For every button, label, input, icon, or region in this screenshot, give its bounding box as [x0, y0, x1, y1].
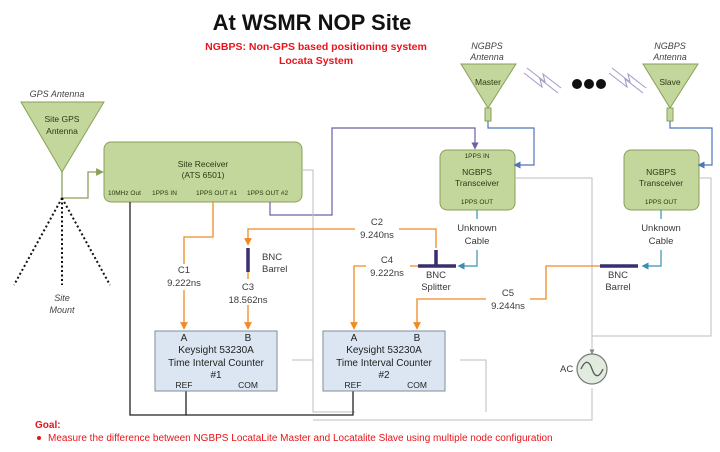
- counter1-port-a: A: [181, 333, 188, 344]
- counter2-port-a: A: [351, 333, 358, 344]
- slave-antenna-caption-2: Antenna: [652, 52, 687, 62]
- unknown-cable-master-1: Unknown: [457, 223, 497, 234]
- counter1-port-b: B: [245, 333, 252, 344]
- port-1pps-out-1: 1PPS OUT #1: [196, 190, 237, 197]
- counter2-port-com: COM: [407, 380, 427, 390]
- ref-10mhz-line: [129, 202, 186, 416]
- c4-label-bg: [366, 253, 410, 279]
- page-title: At WSMR NOP Site: [213, 10, 412, 35]
- master-antenna-cable: [487, 121, 535, 169]
- c1-delay: 9.222ns: [167, 278, 201, 289]
- gps-antenna-caption: GPS Antenna: [30, 89, 85, 99]
- barrel2-label-1: BNC: [608, 270, 628, 281]
- c4-delay: 9.222ns: [370, 268, 404, 279]
- master-transceiver-label-1: NGBPS: [462, 167, 492, 177]
- cable-c2: [244, 228, 437, 248]
- ac-label: AC: [560, 364, 573, 375]
- barrel1-label-1: BNC: [262, 252, 282, 263]
- barrel2-label-2: Barrel: [605, 282, 630, 293]
- c2-delay: 9.240ns: [360, 230, 394, 241]
- slave-port-1pps-out: 1PPS OUT: [645, 199, 677, 206]
- goal-bullet: Measure the difference between NGBPS Loc…: [48, 433, 553, 444]
- c3-delay: 18.562ns: [228, 295, 267, 306]
- slave-transceiver-label-1: NGBPS: [646, 167, 676, 177]
- goal-heading: Goal:: [35, 420, 61, 431]
- slave-antenna-cable: [669, 121, 713, 169]
- unknown-cable-slave-2: Cable: [649, 236, 674, 247]
- counter2-com-line: [460, 359, 487, 412]
- gps-feed-line: [61, 168, 104, 199]
- c2-name: C2: [371, 217, 383, 228]
- master-antenna-label: Master: [475, 77, 501, 87]
- counter2-box: [322, 330, 446, 392]
- c4-name: C4: [381, 255, 393, 266]
- unknown-cable-slave-1: Unknown: [641, 223, 681, 234]
- master-antenna-connector: [484, 107, 492, 122]
- c3-label-bg: [226, 279, 270, 305]
- counter2-label-2: Time Interval Counter: [336, 358, 432, 369]
- slave-antenna-connector: [666, 107, 674, 122]
- c5-label-bg: [486, 286, 530, 312]
- counter2-port-b: B: [414, 333, 421, 344]
- bnc-splitter-icon: [418, 250, 456, 268]
- sine-wave-icon: [580, 361, 604, 377]
- subtitle-locata: Locata System: [279, 55, 353, 67]
- site-mount-label-2: Mount: [49, 305, 75, 315]
- counter2-label-3: #2: [378, 370, 390, 381]
- master-antenna-caption-2: Antenna: [469, 52, 504, 62]
- site-receiver-label-2: (ATS 6501): [182, 170, 225, 180]
- site-receiver-box: [103, 141, 303, 203]
- site-receiver-label-1: Site Receiver: [178, 159, 229, 169]
- counter1-label-1: Keysight 53230A: [178, 345, 254, 356]
- counter1-port-ref: REF: [176, 380, 193, 390]
- unknown-cable-slave: [641, 250, 662, 270]
- c1-name: C1: [178, 265, 190, 276]
- gray-com-line-1: [302, 169, 355, 413]
- subtitle-ngbps: NGBPS: Non-GPS based positioning system: [205, 41, 427, 53]
- slave-antenna-label: Slave: [659, 77, 681, 87]
- pps-out-2-cable: [269, 127, 479, 216]
- port-1pps-out-2: 1PPS OUT #2: [247, 190, 288, 197]
- c3-name: C3: [242, 282, 254, 293]
- barrel1-label-2: Barrel: [262, 264, 287, 275]
- port-10mhz-out: 10MHz Out: [108, 190, 141, 197]
- slave-power-line: [592, 177, 712, 337]
- unknown-cable-master-2: Cable: [465, 236, 490, 247]
- splitter-label-1: BNC: [426, 270, 446, 281]
- ellipsis-dots-icon: [572, 79, 606, 89]
- master-antenna-icon: [460, 63, 517, 109]
- counter1-label-2: Time Interval Counter: [168, 358, 264, 369]
- c5-name: C5: [502, 288, 514, 299]
- counter1-port-com: COM: [238, 380, 258, 390]
- slave-transceiver-label-2: Transceiver: [639, 178, 683, 188]
- master-antenna-caption-1: NGBPS: [471, 41, 503, 51]
- tripod-icon: [13, 197, 111, 286]
- unknown-cable-master: [457, 250, 478, 270]
- bullet-icon: [37, 436, 41, 440]
- counter2-port-ref: REF: [345, 380, 362, 390]
- c2-label-bg: [355, 215, 399, 241]
- port-1pps-in: 1PPS IN: [152, 190, 177, 197]
- master-power-line: [515, 177, 595, 355]
- splitter-label-2: Splitter: [421, 282, 451, 293]
- master-port-1pps-out: 1PPS OUT: [461, 199, 493, 206]
- wireless-signal-icon: [523, 67, 647, 94]
- master-transceiver-label-2: Transceiver: [455, 178, 499, 188]
- counter2-label-1: Keysight 53230A: [346, 345, 422, 356]
- c5-delay: 9.244ns: [491, 301, 525, 312]
- gps-antenna-label-2: Antenna: [46, 126, 78, 136]
- counter1-label-3: #1: [210, 370, 222, 381]
- counter1-box: [154, 330, 278, 392]
- gps-antenna-icon: [20, 101, 105, 173]
- site-mount-label-1: Site: [54, 293, 70, 303]
- gps-antenna-label-1: Site GPS: [45, 114, 80, 124]
- ac-return-line: [313, 388, 593, 421]
- slave-antenna-icon: [642, 63, 699, 109]
- master-port-1pps-in: 1PPS IN: [465, 153, 490, 160]
- ref-to-counter2: [186, 382, 357, 416]
- c1-label-bg: [168, 264, 202, 290]
- slave-antenna-caption-1: NGBPS: [654, 41, 686, 51]
- cable-c5: [413, 265, 600, 330]
